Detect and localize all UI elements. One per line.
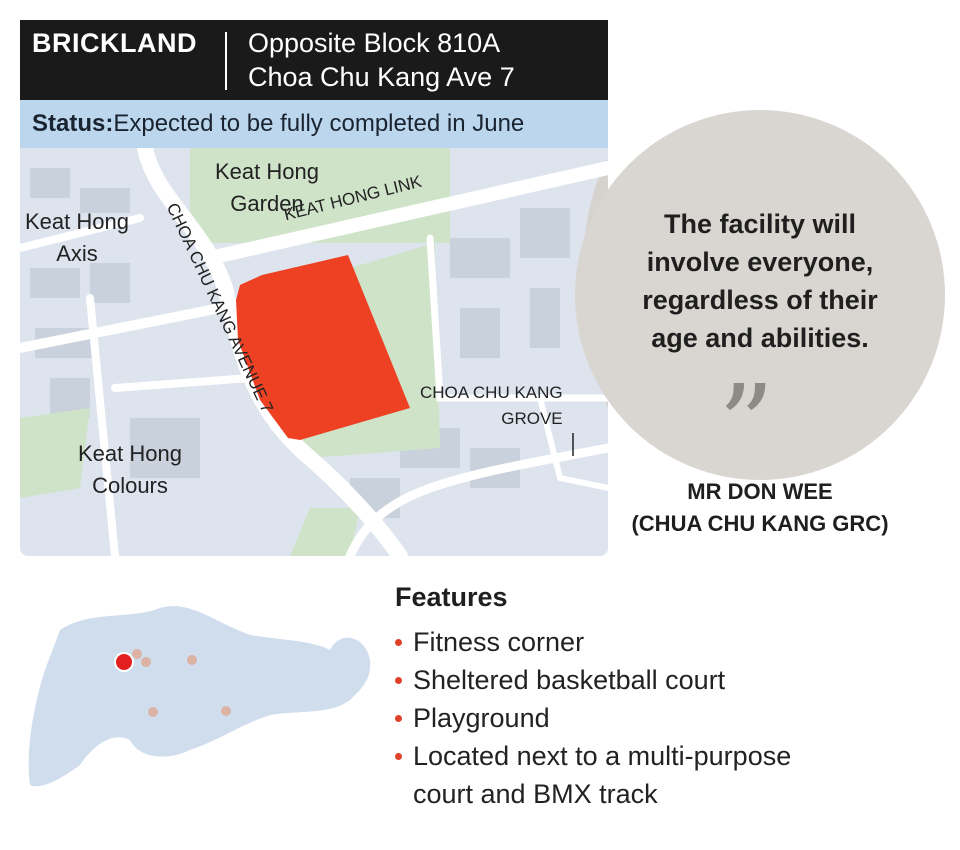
address: Opposite Block 810A Choa Chu Kang Ave 7 <box>248 26 515 94</box>
quote-bubble <box>575 110 945 480</box>
other-site-marker <box>132 649 142 659</box>
other-site-marker <box>141 657 151 667</box>
features-title: Features <box>395 582 508 612</box>
current-site-marker <box>114 652 134 672</box>
quote-speaker: MR DON WEE (CHUA CHU KANG GRC) <box>631 479 889 536</box>
other-site-marker <box>221 706 231 716</box>
feature-item: Playground <box>395 699 883 737</box>
status-text: Expected to be fully completed in June <box>113 110 525 137</box>
header-divider <box>225 32 227 90</box>
site-marker <box>236 255 410 440</box>
brand-title: BRICKLAND <box>32 28 197 58</box>
feature-item: Sheltered basketball court <box>395 661 883 699</box>
features-list: Fitness corner Sheltered basketball cour… <box>395 623 883 813</box>
feature-item: Fitness corner <box>395 623 883 661</box>
status-bar: Status: Expected to be fully completed i… <box>20 100 608 148</box>
status-label: Status: <box>32 110 114 137</box>
other-site-marker <box>187 655 197 665</box>
quote-mark-icon: ” <box>718 361 775 489</box>
singapore-locator-map <box>28 606 371 787</box>
quote-text: The facility will involve everyone, rega… <box>642 209 878 353</box>
address-line1: Opposite Block 810A <box>248 28 501 58</box>
other-site-marker <box>148 707 158 717</box>
feature-item: Located next to a multi-purpose court an… <box>395 737 853 813</box>
header-bar: BRICKLAND Opposite Block 810A Choa Chu K… <box>20 20 608 100</box>
address-line2: Choa Chu Kang Ave 7 <box>248 62 515 92</box>
roads <box>20 148 608 556</box>
